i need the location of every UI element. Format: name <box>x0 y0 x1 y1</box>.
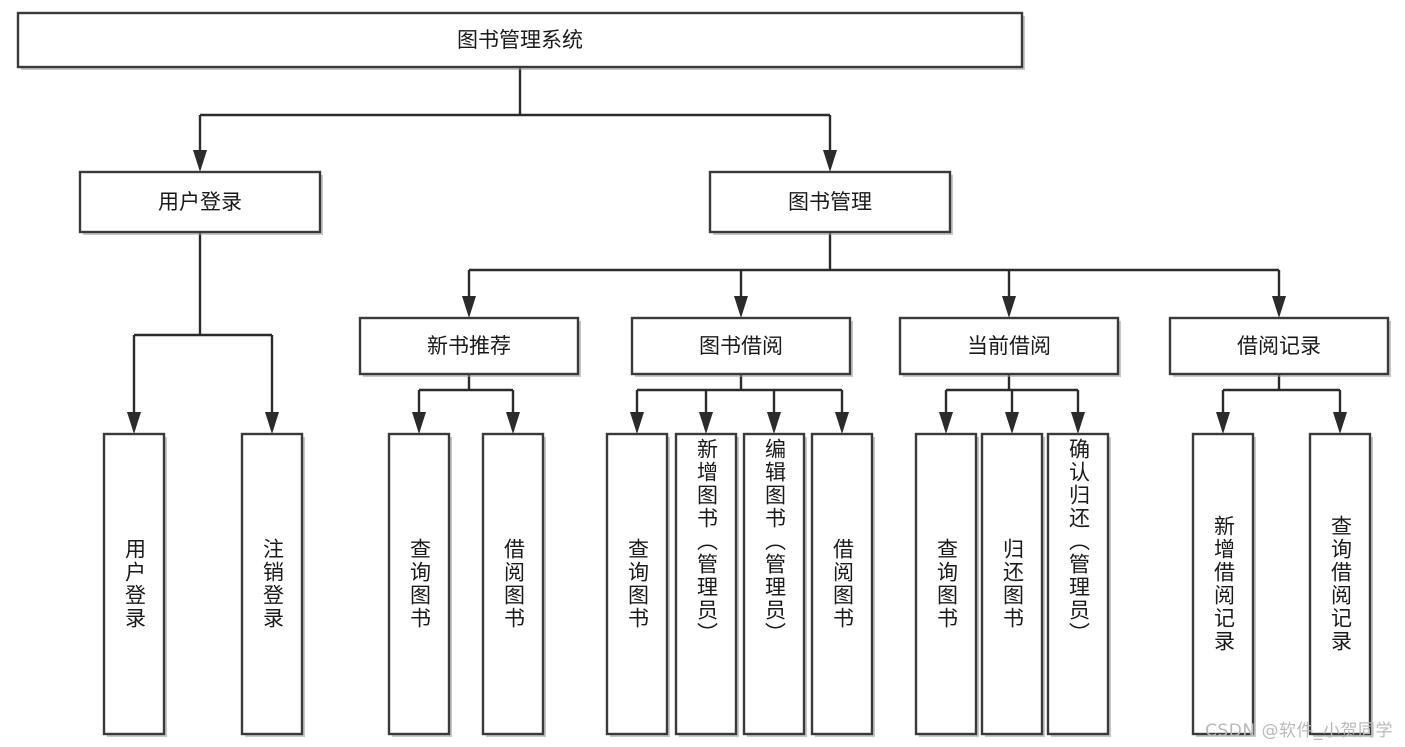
node-label-root: 图书管理系统 <box>457 28 583 52</box>
arrow-head-icon <box>193 150 207 172</box>
connector-lines-group <box>127 67 1347 434</box>
node-label-borrow-record: 借阅记录 <box>1237 334 1321 358</box>
arrow-head-icon <box>767 412 781 434</box>
arrow-head-icon <box>630 412 644 434</box>
node-boxes-group <box>16 11 1391 737</box>
watermark-text: CSDN @软件_小贺同学 <box>1205 721 1393 741</box>
arrow-head-icon <box>699 412 713 434</box>
node-current-borrow[interactable] <box>898 316 1120 376</box>
node-leaf-edit-book[interactable] <box>742 432 806 736</box>
node-book-manage[interactable] <box>708 170 952 234</box>
arrow-head-icon <box>823 150 837 172</box>
node-label-user-login: 用户登录 <box>158 190 242 214</box>
arrow-head-icon <box>1002 296 1016 318</box>
node-label-book-borrow: 图书借阅 <box>699 334 783 358</box>
arrow-head-icon <box>1071 412 1085 434</box>
arrow-head-icon <box>1216 412 1230 434</box>
arrow-head-icon <box>835 412 849 434</box>
node-leaf-query-book-1[interactable] <box>387 432 451 736</box>
arrow-head-icon <box>412 412 426 434</box>
node-leaf-confirm-return[interactable] <box>1046 432 1110 736</box>
node-leaf-add-record[interactable] <box>1191 432 1255 736</box>
node-label-book-manage: 图书管理 <box>788 190 872 214</box>
node-label-current-borrow: 当前借阅 <box>967 334 1051 358</box>
node-leaf-query-book-3[interactable] <box>914 432 978 736</box>
arrow-head-icon <box>462 296 476 318</box>
node-root[interactable] <box>16 11 1024 69</box>
node-leaf-query-record[interactable] <box>1308 432 1372 736</box>
node-leaf-query-book-2[interactable] <box>605 432 669 736</box>
node-leaf-logout[interactable] <box>240 432 304 736</box>
node-leaf-add-book[interactable] <box>674 432 738 736</box>
node-leaf-borrow-book-2[interactable] <box>810 432 874 736</box>
node-leaf-borrow-book-1[interactable] <box>481 432 545 736</box>
arrow-head-icon <box>265 412 279 434</box>
arrow-head-icon <box>506 412 520 434</box>
arrow-head-icon <box>1272 296 1286 318</box>
node-book-borrow[interactable] <box>630 316 852 376</box>
arrow-head-icon <box>1333 412 1347 434</box>
node-leaf-user-login[interactable] <box>102 432 166 736</box>
node-leaf-return-book[interactable] <box>980 432 1044 736</box>
arrow-head-icon <box>1005 412 1019 434</box>
node-label-new-book-rec: 新书推荐 <box>427 334 511 358</box>
arrow-head-icon <box>734 296 748 318</box>
arrow-head-icon <box>939 412 953 434</box>
arrow-head-icon <box>127 412 141 434</box>
node-new-book-rec[interactable] <box>358 316 580 376</box>
node-user-login[interactable] <box>78 170 322 234</box>
node-borrow-record[interactable] <box>1168 316 1390 376</box>
